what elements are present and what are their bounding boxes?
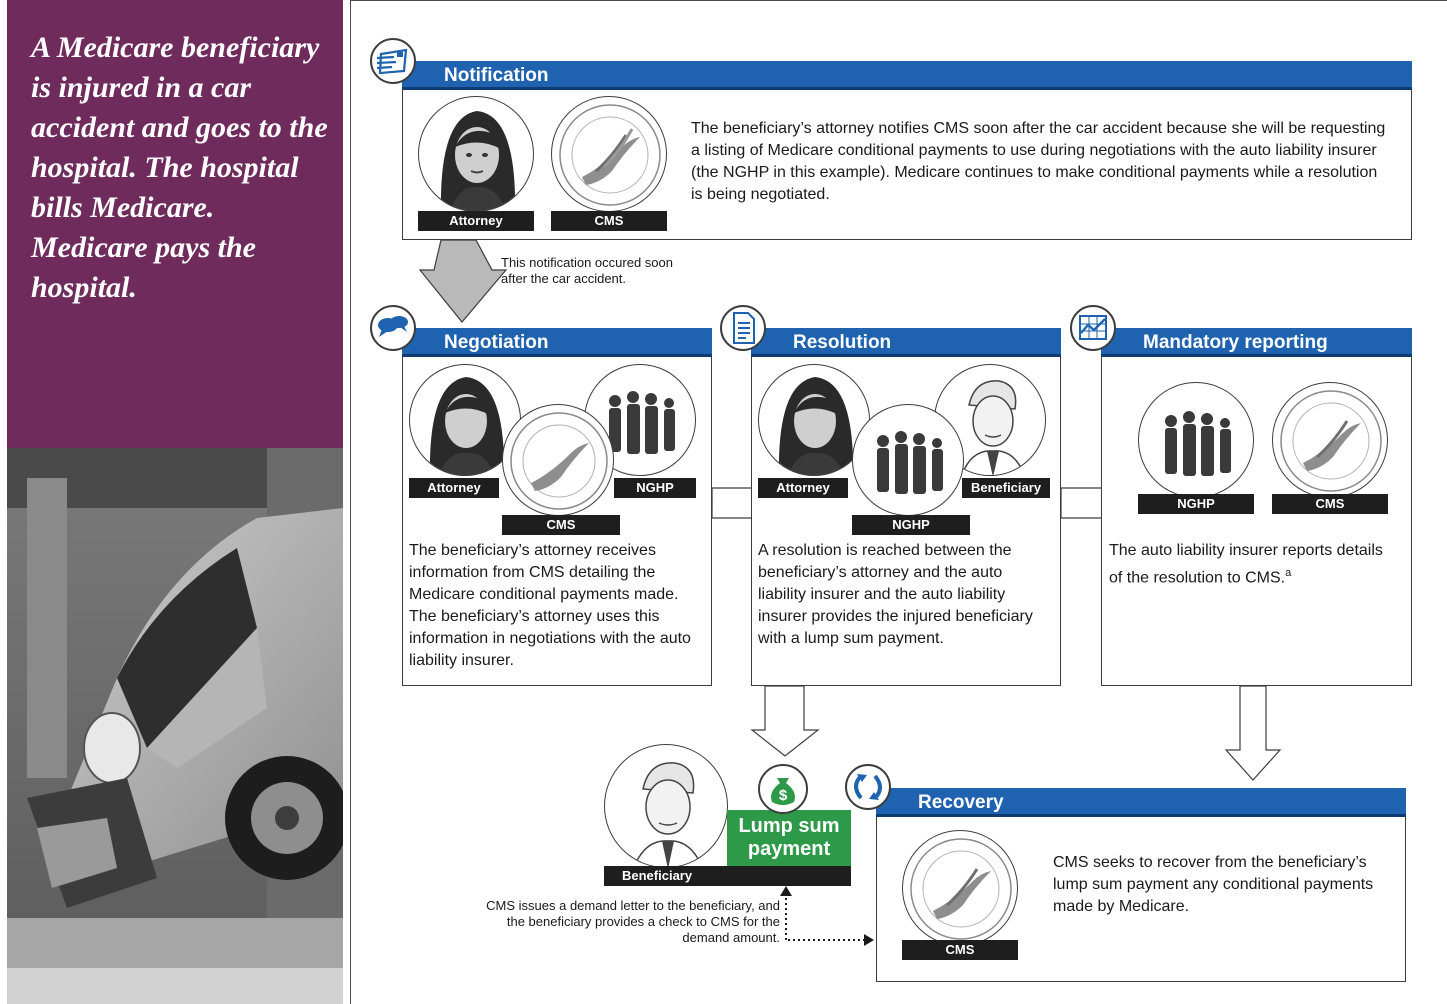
speech-bubbles-icon: [370, 305, 416, 351]
lump-sum-beneficiary-label: Beneficiary: [604, 866, 851, 886]
attorney-label: Attorney: [418, 211, 534, 231]
negotiation-cms-label: CMS: [502, 515, 620, 535]
demand-letter-note: CMS issues a demand letter to the benefi…: [486, 898, 780, 945]
resolution-ngh-label: NGHP: [852, 515, 970, 535]
mandatory-reporting-header: Mandatory reporting: [1101, 328, 1412, 357]
lump-sum-beneficiary-portrait: [604, 744, 728, 868]
notification-header-line: [402, 87, 1412, 90]
notification-text: The beneficiary’s attorney notifies CMS …: [691, 120, 1386, 203]
footnote-marker: a: [1285, 567, 1292, 579]
lump-sum-payment-box: Lump sum payment: [727, 810, 851, 866]
cms-seal: [551, 96, 667, 212]
intro-text: A Medicare beneficiary is injured in a c…: [31, 31, 328, 304]
recovery-cms-seal: [902, 830, 1018, 946]
notification-note: This notification occured soon after the…: [501, 255, 673, 286]
mandatory-reporting-header-line: [1101, 354, 1412, 357]
recycle-arrows-icon: [845, 764, 891, 810]
cms-label: CMS: [551, 211, 667, 231]
notification-to-negotiation-arrow: [418, 239, 508, 323]
mandatory-ngh-portrait: [1138, 382, 1254, 498]
resolution-attorney-portrait: [758, 364, 870, 476]
resolution-header-line: [751, 354, 1061, 357]
line-chart-icon: [1070, 305, 1116, 351]
envelope-icon: [370, 38, 416, 84]
resolution-header: Resolution: [751, 328, 1061, 357]
negotiation-ngh-label: NGHP: [614, 478, 696, 498]
resolution-ngh-portrait: [852, 404, 964, 516]
diagram-panel: [350, 0, 1447, 1004]
resolution-beneficiary-label: Beneficiary: [962, 478, 1050, 498]
resolution-to-lump-sum-arrow: [750, 685, 820, 757]
recovery-cms-label: CMS: [902, 940, 1018, 960]
mandatory-to-recovery-arrow: [1224, 685, 1282, 781]
negotiation-header-line: [402, 354, 712, 357]
intro-panel: A Medicare beneficiary is injured in a c…: [7, 0, 343, 448]
negotiation-header: Negotiation: [402, 328, 712, 357]
negotiation-attorney-label: Attorney: [409, 478, 499, 498]
car-accident-photo: [7, 448, 343, 1004]
mandatory-ngh-label: NGHP: [1138, 494, 1254, 514]
mandatory-cms-label: CMS: [1272, 494, 1388, 514]
recovery-text: CMS seeks to recover from the beneficiar…: [1053, 854, 1374, 915]
money-bag-icon: $: [758, 764, 808, 814]
notification-header: Notification: [402, 61, 1412, 90]
sidebar: A Medicare beneficiary is injured in a c…: [7, 0, 343, 1004]
negotiation-text: The beneficiary’s attorney receives info…: [409, 542, 691, 669]
recovery-header-line: [876, 814, 1406, 817]
negotiation-cms-seal: [502, 404, 614, 516]
negotiation-attorney-portrait: [409, 364, 521, 476]
recovery-header: Recovery: [876, 788, 1406, 817]
mandatory-cms-seal: [1272, 382, 1388, 498]
document-icon: [720, 305, 766, 351]
mandatory-text: The auto liability insurer reports detai…: [1109, 542, 1383, 587]
svg-text:$: $: [779, 787, 788, 804]
resolution-attorney-label: Attorney: [758, 478, 848, 498]
attorney-portrait: [418, 96, 534, 212]
resolution-text: A resolution is reached between the bene…: [758, 542, 1033, 647]
